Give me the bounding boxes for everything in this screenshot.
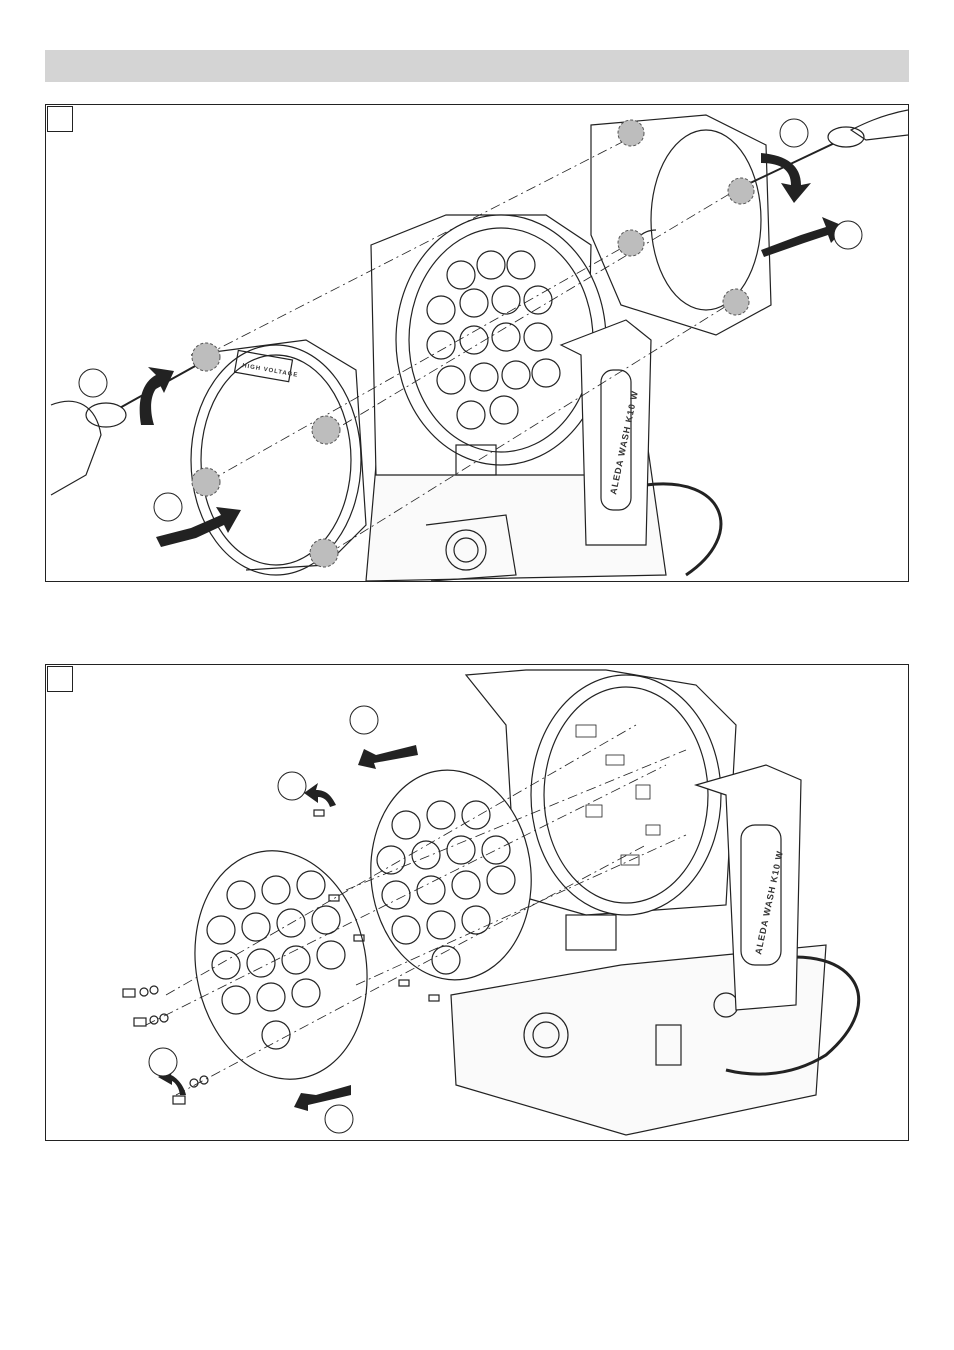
screwdriver-icon bbox=[746, 110, 908, 185]
callout-2 bbox=[154, 493, 182, 521]
figure-panel-lens-plate-removal: ALEDA WASH K10 W bbox=[45, 664, 909, 1141]
screw-icon bbox=[312, 416, 340, 444]
screw-icon bbox=[123, 986, 158, 997]
section-header-bar bbox=[45, 50, 909, 82]
callout-4 bbox=[325, 1105, 353, 1133]
callout-4 bbox=[834, 221, 862, 249]
callout-1 bbox=[350, 706, 378, 734]
hand-icon bbox=[51, 401, 101, 495]
rotate-arrow-icon bbox=[304, 783, 336, 807]
direction-arrow-icon bbox=[761, 217, 846, 257]
screw-icon bbox=[310, 539, 338, 567]
screw-icon bbox=[429, 995, 439, 1001]
figure-panel-front-cover-removal: ALEDA WASH K10 W HIGH VOLTAGE bbox=[45, 104, 909, 582]
screw-icon bbox=[618, 230, 644, 256]
fixture-base bbox=[451, 945, 859, 1135]
callout-2 bbox=[278, 772, 306, 800]
screw-icon bbox=[192, 468, 220, 496]
lens-plate bbox=[177, 837, 384, 1093]
screw-icon bbox=[728, 178, 754, 204]
callout-3 bbox=[149, 1048, 177, 1076]
screwdriver-icon bbox=[51, 360, 206, 495]
hand-icon bbox=[851, 110, 908, 140]
screw-icon bbox=[192, 343, 220, 371]
screw-icon bbox=[399, 980, 409, 986]
callout-1 bbox=[79, 369, 107, 397]
screw-icon bbox=[173, 1076, 208, 1104]
screw-icon bbox=[314, 810, 324, 816]
front-cover-removal-illustration: ALEDA WASH K10 W HIGH VOLTAGE bbox=[46, 105, 908, 581]
screw-icon bbox=[134, 1014, 168, 1026]
direction-arrow-icon bbox=[358, 745, 418, 769]
screw-icon bbox=[723, 289, 749, 315]
rotate-arrow-icon bbox=[761, 153, 811, 203]
screw-icon bbox=[618, 120, 644, 146]
rotate-arrow-icon bbox=[140, 367, 174, 425]
lens-plate-removal-illustration: ALEDA WASH K10 W bbox=[46, 665, 908, 1140]
callout-3 bbox=[780, 119, 808, 147]
